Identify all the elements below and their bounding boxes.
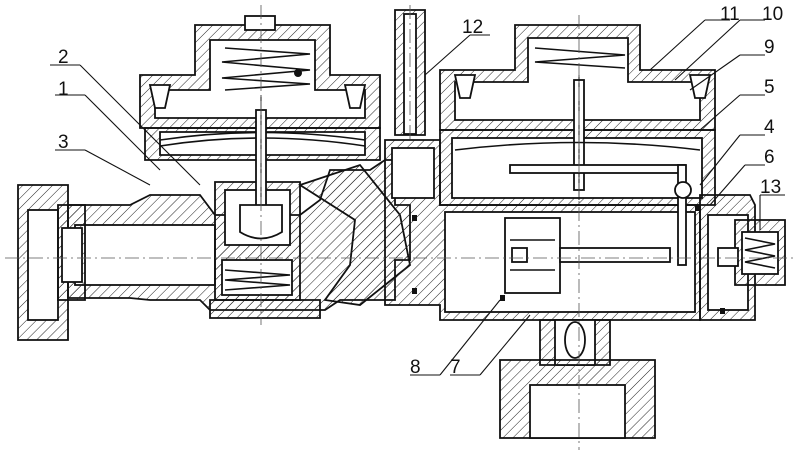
center-lines: [5, 5, 795, 450]
callout-2: 2: [58, 47, 69, 68]
leader-lines: [50, 19, 785, 376]
callout-3: 3: [58, 132, 69, 153]
callout-12: 12: [462, 17, 483, 38]
callout-5: 5: [764, 77, 775, 98]
callout-9: 9: [764, 37, 775, 58]
callout-10: 10: [762, 4, 783, 25]
callout-6: 6: [764, 147, 775, 168]
callout-1: 1: [58, 79, 69, 100]
callout-labels: 1 2 3 4 5 6 7 8 9 10 11 12 13: [58, 4, 783, 378]
callout-4: 4: [764, 117, 775, 138]
callout-8: 8: [410, 357, 421, 378]
callout-11: 11: [720, 4, 740, 25]
callout-13: 13: [760, 177, 781, 198]
callout-7: 7: [450, 357, 461, 378]
valve-body: [17, 9, 786, 439]
